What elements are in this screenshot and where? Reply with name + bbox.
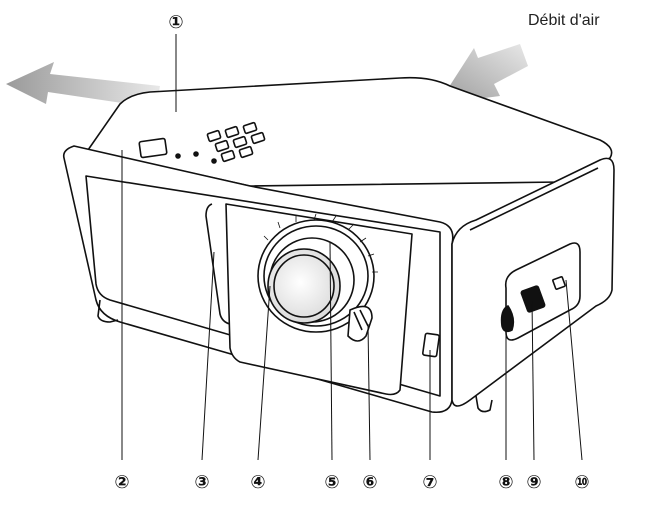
leader-6 (367, 323, 371, 461)
lens (267, 248, 341, 324)
callout-7: ⑦ (422, 472, 437, 493)
top-cover (87, 76, 613, 187)
leader-9 (531, 299, 535, 461)
foot (475, 395, 493, 413)
airflow-label: Débit d'air (528, 12, 600, 29)
leader-3 (201, 251, 215, 461)
callout-2: ② (114, 472, 129, 493)
callout-5: ⑤ (324, 472, 339, 493)
callout-1: ① (168, 12, 183, 33)
side-jack (552, 276, 566, 290)
callout-9: ⑨ (526, 472, 541, 493)
side-body (451, 157, 615, 407)
ir-sensor (421, 332, 441, 358)
control-buttons (206, 121, 266, 163)
callout-8: ⑧ (498, 472, 513, 493)
callout-6: ⑥ (362, 472, 377, 493)
foot (97, 299, 119, 323)
callout-4: ④ (250, 472, 265, 493)
callout-10: ⑩ (574, 472, 589, 493)
airflow-out-arrow (6, 62, 160, 108)
leader-4 (257, 285, 271, 461)
side-connector (520, 285, 546, 313)
leader-5 (329, 241, 333, 461)
callout-3: ③ (194, 472, 209, 493)
leader-10 (565, 279, 583, 461)
side-port-panel (504, 242, 581, 341)
